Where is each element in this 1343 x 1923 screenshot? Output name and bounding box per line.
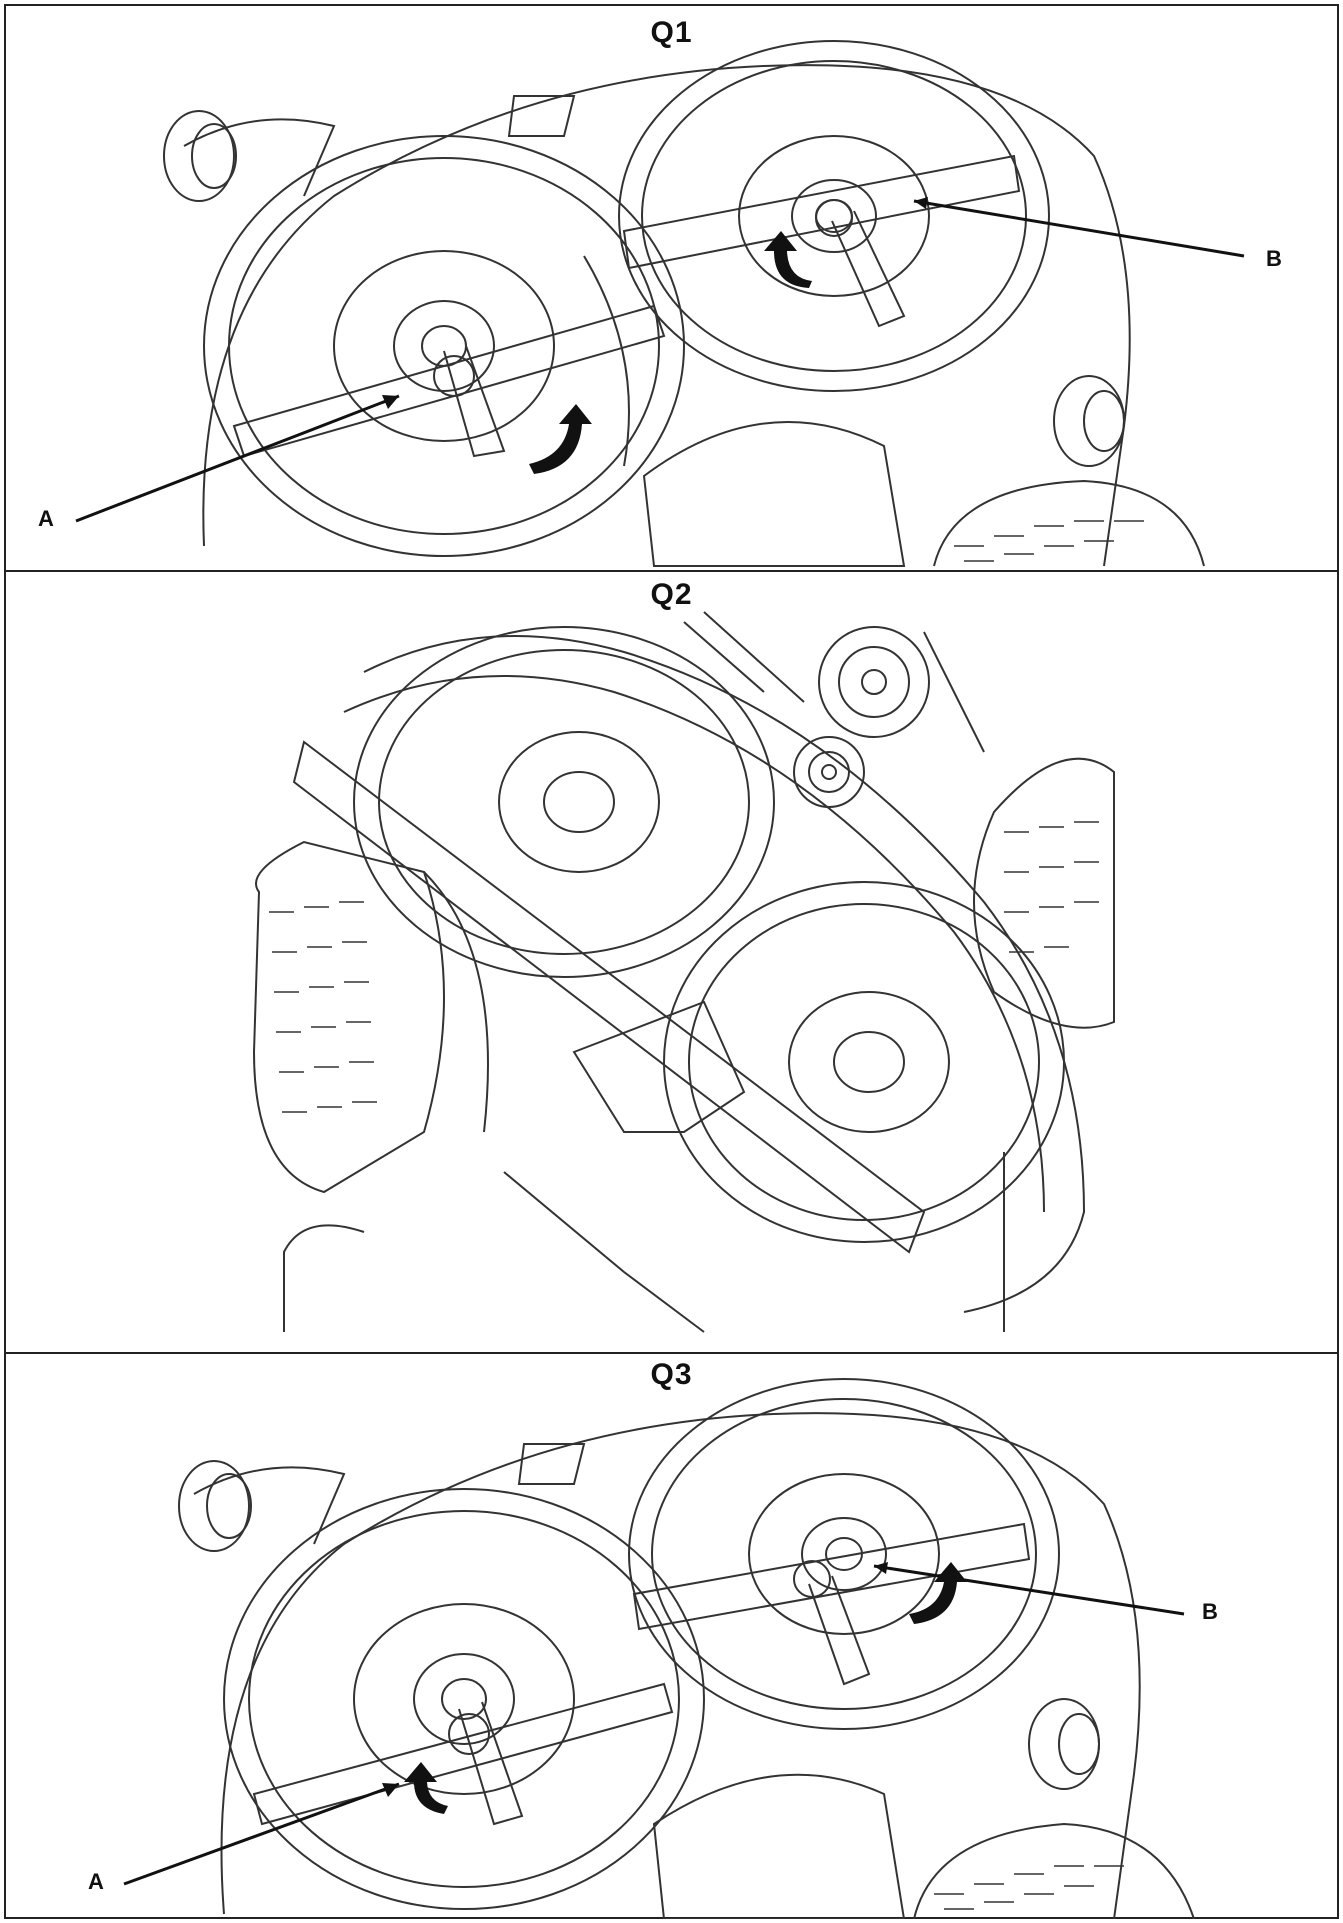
panel-q1: Q1 xyxy=(4,6,1339,570)
callout-label-b: B xyxy=(1202,1599,1218,1624)
panel-q3: Q3 xyxy=(4,1354,1339,1919)
panel-q2: Q2 xyxy=(4,572,1339,1352)
panel-title-q2: Q2 xyxy=(650,578,693,611)
panel-title-q1: Q1 xyxy=(650,16,693,49)
mower-deck-drawing-q1 xyxy=(75,40,1245,567)
panel-divider xyxy=(4,1352,1339,1354)
callout-label-a: A xyxy=(38,506,54,531)
mower-deck-drawing-q3 xyxy=(123,1378,1195,1919)
callout-label-b: B xyxy=(1266,246,1282,271)
panel-title-q3: Q3 xyxy=(650,1358,693,1391)
callout-label-a: A xyxy=(88,1869,104,1894)
mower-deck-drawing-q2 xyxy=(252,611,1115,1333)
panel-divider xyxy=(4,570,1339,572)
